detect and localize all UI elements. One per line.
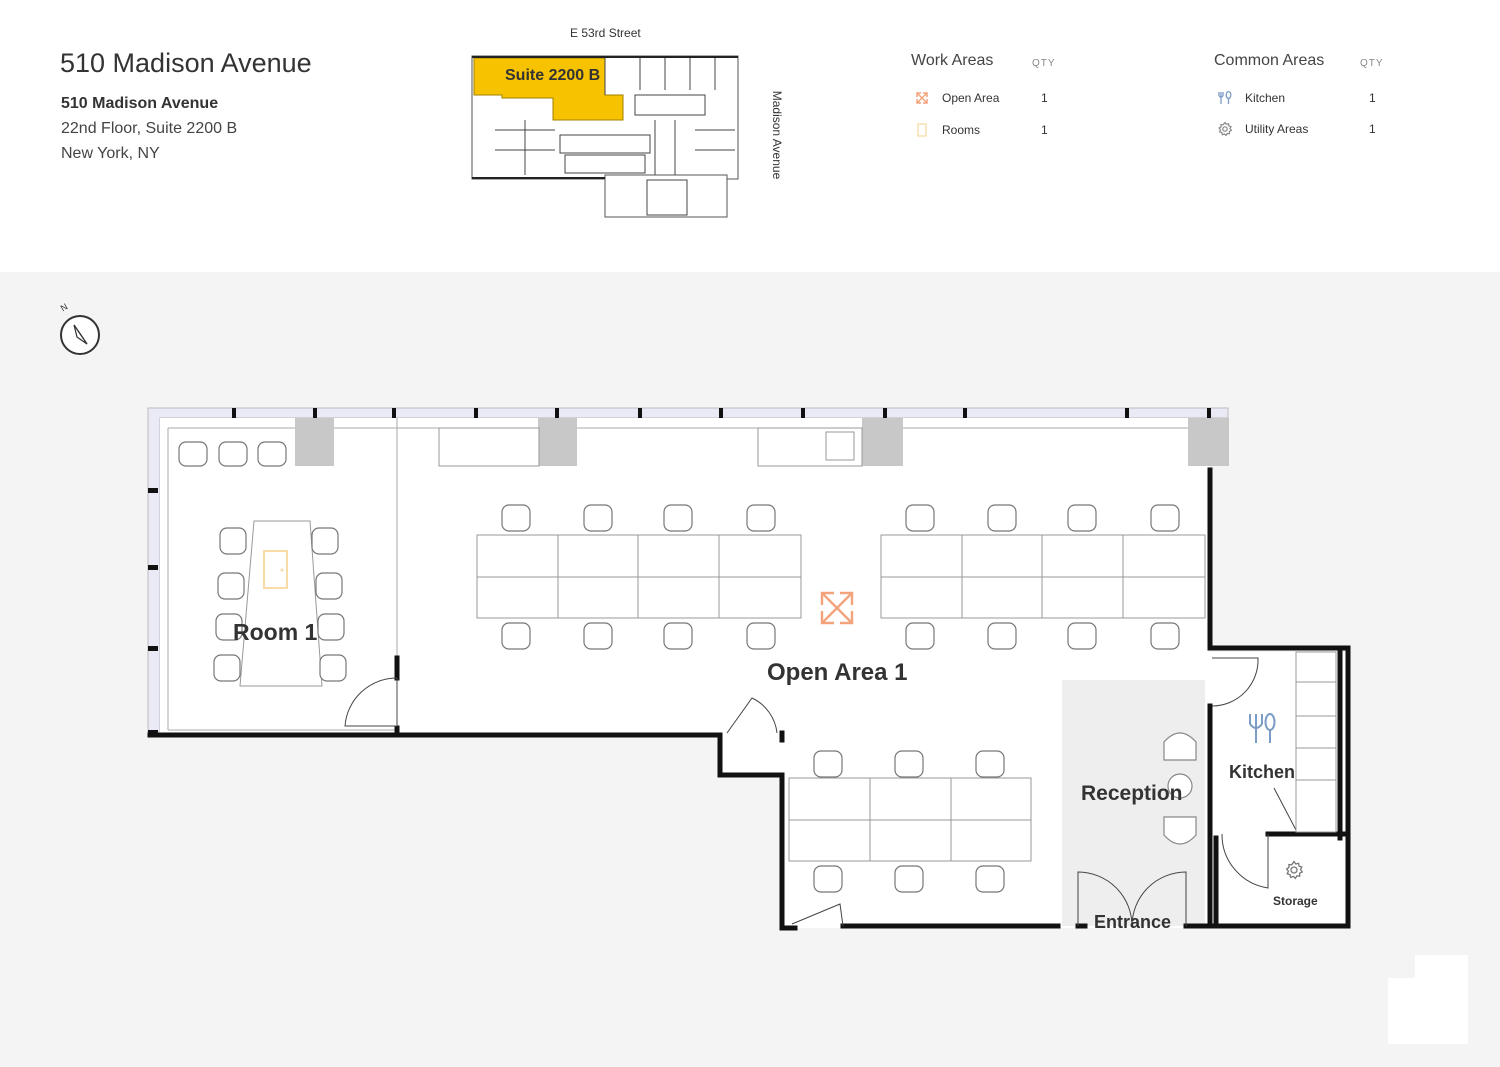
work-areas-qty-header: QTY bbox=[1032, 58, 1056, 69]
legend-rooms-qty: 1 bbox=[1041, 123, 1048, 137]
storage-gear-icon bbox=[1285, 860, 1304, 880]
corner-block-top bbox=[1415, 955, 1468, 980]
work-areas-heading: Work Areas bbox=[911, 52, 994, 69]
utensils-icon bbox=[1218, 90, 1232, 104]
street-label-side: Madison Avenue bbox=[770, 90, 784, 180]
reception-label: Reception bbox=[1081, 782, 1183, 805]
kitchen-label: Kitchen bbox=[1229, 762, 1295, 782]
legend-utility-label: Utility Areas bbox=[1245, 122, 1309, 136]
common-areas-qty-header: QTY bbox=[1360, 58, 1384, 69]
open-area-label: Open Area 1 bbox=[767, 659, 908, 686]
door-icon bbox=[917, 123, 927, 137]
common-areas-heading: Common Areas bbox=[1214, 52, 1325, 69]
address-line-3: New York, NY bbox=[61, 145, 160, 162]
room-1-label: Room 1 bbox=[233, 619, 318, 645]
kitchen-utensils-icon bbox=[1249, 713, 1276, 743]
key-plan: Suite 2200 B bbox=[471, 55, 739, 218]
suite-label: Suite 2200 B bbox=[505, 67, 600, 84]
floor-plan: Room 1 Open Area 1 Reception Kitchen Sto… bbox=[147, 407, 1351, 932]
expand-arrows-icon bbox=[916, 92, 928, 104]
corner-block bbox=[1388, 978, 1468, 1044]
header: 510 Madison Avenue 510 Madison Avenue 22… bbox=[0, 0, 1500, 272]
north-label: N bbox=[59, 301, 70, 313]
address-line-1: 510 Madison Avenue bbox=[61, 95, 219, 112]
legend-kitchen-qty: 1 bbox=[1369, 91, 1376, 105]
address-line-2: 22nd Floor, Suite 2200 B bbox=[61, 120, 238, 137]
legend-open-area-label: Open Area bbox=[942, 91, 1000, 105]
legend-kitchen-label: Kitchen bbox=[1245, 91, 1286, 105]
legend-rooms-label: Rooms bbox=[942, 123, 981, 137]
gear-icon bbox=[1218, 121, 1233, 137]
open-area-expand-icon bbox=[820, 591, 854, 625]
legend-utility-qty: 1 bbox=[1369, 122, 1376, 136]
compass-icon: N bbox=[59, 301, 100, 355]
entrance-label: Entrance bbox=[1094, 912, 1171, 932]
street-label-top: E 53rd Street bbox=[570, 26, 641, 40]
legend-open-area-qty: 1 bbox=[1041, 91, 1048, 105]
page-title: 510 Madison Avenue bbox=[60, 48, 312, 78]
storage-label: Storage bbox=[1273, 894, 1318, 908]
reception-zone bbox=[1062, 680, 1205, 926]
